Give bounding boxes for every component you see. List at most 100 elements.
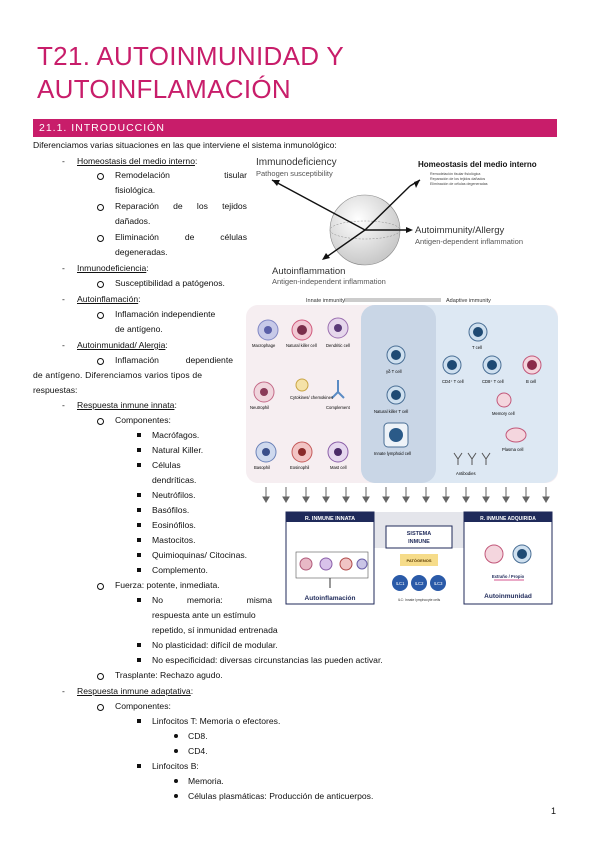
- label-adquirida: R. INMUNE ADQUIRIDA: [480, 516, 536, 522]
- innate-adaptive-diagram: Innate immunity Adaptive immunity Macrop…: [246, 298, 558, 483]
- label-ilc-caption: ILC: Innate lymphocyte cells: [398, 598, 441, 602]
- cd4: CD4.: [188, 746, 208, 756]
- label-complement: Complement: [326, 405, 351, 410]
- list-item: Células: [152, 460, 181, 470]
- square-bullet: [137, 568, 141, 572]
- label-antidep: Antigen-dependent inflammation: [415, 237, 523, 246]
- list-item: Natural Killer.: [152, 445, 204, 455]
- square-bullet: [137, 658, 141, 662]
- autoinm-line-3: respuestas:: [33, 385, 78, 395]
- title-line-2: AUTOINFLAMACIÓN: [37, 74, 291, 104]
- homeostasis-item-3b: degeneradas.: [115, 247, 168, 257]
- circle-bullet: [97, 704, 104, 711]
- square-bullet: [137, 463, 141, 467]
- label-memory: Memory cell: [492, 411, 515, 416]
- label-homeo: Homeostasis del medio interno: [418, 160, 537, 169]
- circle-bullet: [97, 673, 104, 680]
- innata-box: [285, 511, 375, 605]
- cd8: CD8.: [188, 731, 208, 741]
- homeostasis-item-1b: fisiológica.: [115, 185, 156, 195]
- label-basophil: Basophil: [254, 465, 270, 470]
- circle-bullet: [97, 235, 104, 242]
- memoria: Memoria.: [188, 776, 224, 786]
- label-neutrophil: Neutrophil: [250, 405, 269, 410]
- no-memoria-3: repetido, sí inmunidad entrenada: [152, 625, 278, 635]
- label-fig3-autoinm: Autoinmunidad: [484, 593, 532, 600]
- circle-bullet: [97, 583, 104, 590]
- label-gdt: γδ T cell: [386, 369, 402, 374]
- homeostasis-heading: Homeostasis del medio interno:: [77, 156, 198, 166]
- page-number: 1: [550, 806, 556, 816]
- list-item: dendríticas.: [152, 475, 197, 485]
- list-item: Quimioquinas/ Citocinas.: [152, 550, 248, 560]
- list-item: Macrófagos.: [152, 430, 200, 440]
- autoinfl-heading: Autoinflamación:: [77, 294, 141, 304]
- dash-bullet: -: [62, 294, 65, 304]
- square-bullet: [137, 598, 141, 602]
- dot-bullet: [174, 749, 178, 753]
- label-autoinfl: Autoinflammation: [272, 266, 345, 277]
- label-ilc2: ILC2: [415, 581, 425, 586]
- arrows-row: [262, 487, 550, 503]
- circle-bullet: [97, 204, 104, 211]
- autoinfl-item: Inflamación independiente: [115, 309, 216, 319]
- square-bullet: [137, 764, 141, 768]
- no-plasticidad: No plasticidad: difícil de modular.: [152, 640, 278, 650]
- label-extrano: Extraño / Propio: [492, 574, 525, 579]
- label-patogenos: PATÓGENOS: [407, 558, 432, 563]
- square-bullet: [137, 448, 141, 452]
- adaptativa-heading: Respuesta inmune adaptativa:: [77, 686, 194, 696]
- no-especificidad: No especificidad: diversas circunstancia…: [152, 655, 383, 665]
- square-bullet: [137, 508, 141, 512]
- circle-bullet: [97, 418, 104, 425]
- adquirida-box: [463, 511, 553, 605]
- label-homeo-sub2: Reparación de los tejidos dañados: [430, 177, 485, 181]
- label-autoimm: Autoimmunity/Allergy: [415, 225, 504, 236]
- celulas-plasmaticas: Células plasmáticas: Producción de antic…: [188, 791, 374, 801]
- label-antibodies: Antibodies: [456, 471, 476, 476]
- sistema-box: [385, 525, 453, 549]
- dot-bullet: [174, 779, 178, 783]
- circle-bullet: [97, 173, 104, 180]
- immune-axes-diagram: Immunodeficiency Pathogen susceptibility…: [256, 157, 537, 286]
- innata-componentes: Componentes:: [115, 415, 171, 425]
- autoinm-line-2: de antígeno. Diferenciamos varios tipos …: [33, 370, 203, 380]
- label-eosinophil: Eosinophil: [290, 465, 309, 470]
- arrow-autoinflammation: [324, 229, 366, 259]
- innata-adquirida-diagram: R. INMUNE INNATA Autoinflamación SISTEMA…: [285, 511, 553, 605]
- label-cd4: CD4⁺ T cell: [442, 379, 464, 384]
- circle-bullet: [97, 358, 104, 365]
- label-innata: R. INMUNE INNATA: [305, 516, 355, 522]
- dash-bullet: -: [62, 340, 65, 350]
- label-nk: Natural killer cell: [286, 343, 317, 348]
- label-cd8: CD8⁺ T cell: [482, 379, 504, 384]
- linfocitos-t: Linfocitos T: Memoria o efectores.: [152, 716, 281, 726]
- square-bullet: [137, 493, 141, 497]
- arrow-immunodeficiency: [271, 179, 366, 231]
- label-homeo-sub1: Remodelación tisular fisiológica: [430, 172, 480, 176]
- dash-bullet: -: [62, 263, 65, 273]
- label-ilc1: ILC1: [396, 581, 406, 586]
- label-patho: Pathogen susceptibility: [256, 169, 333, 178]
- trasplante: Trasplante: Rechazo agudo.: [115, 670, 223, 680]
- no-memoria-2: respuesta ante un estímulo: [152, 610, 256, 620]
- label-macrophage: Macrophage: [252, 343, 276, 348]
- dash-bullet: -: [62, 686, 65, 696]
- dash-bullet: -: [62, 400, 65, 410]
- list-item: Complemento.: [152, 565, 208, 575]
- autoinm-heading: Autoinmunidad/ Alergia:: [77, 340, 168, 350]
- square-bullet: [137, 719, 141, 723]
- list-item: Eosinófilos.: [152, 520, 196, 530]
- square-bullet: [137, 433, 141, 437]
- autoinfl-item-b: de antígeno.: [115, 324, 163, 334]
- label-cytokines: Cytokines/ chemokines: [290, 395, 333, 400]
- intro-text: Diferenciamos varias situaciones en las …: [33, 140, 337, 150]
- label-ilc3: ILC3: [434, 581, 444, 586]
- list-item: Neutrófilos.: [152, 490, 196, 500]
- linfocitos-b: Linfocitos B:: [152, 761, 199, 771]
- label-bcell: B cell: [526, 379, 536, 384]
- inmunodef-heading: Inmunodeficiencia:: [77, 263, 149, 273]
